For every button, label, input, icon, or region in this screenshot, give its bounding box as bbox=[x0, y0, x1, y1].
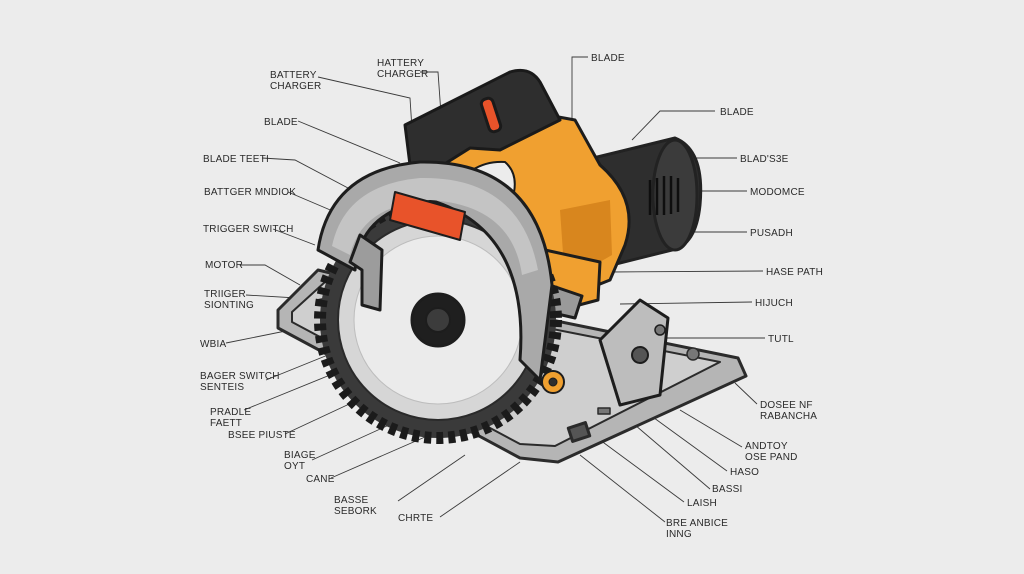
leader-line bbox=[297, 120, 401, 164]
handle-grip bbox=[403, 68, 562, 172]
label-blade-right: BLADE bbox=[720, 107, 754, 118]
leader-line bbox=[599, 439, 685, 503]
label-bassi: BASSI bbox=[712, 484, 743, 495]
label-laish: LAISH bbox=[687, 498, 717, 509]
label-cane: CANE bbox=[306, 474, 335, 485]
label-bager-switch: BAGER SWITCH SENTEIS bbox=[200, 371, 280, 393]
label-bsee-piuste: BSEE PIUSTE bbox=[228, 430, 296, 441]
leader-line bbox=[397, 454, 466, 502]
leader-line bbox=[579, 454, 666, 523]
label-hattery-charger: HATTERY CHARGER bbox=[377, 58, 429, 80]
depth-knob-center bbox=[548, 377, 558, 387]
label-battery-charger: BATTERY CHARGER bbox=[270, 70, 322, 92]
label-basse: BASSE SEBORK bbox=[334, 495, 377, 517]
base-marker bbox=[597, 407, 611, 415]
bevel-knob bbox=[631, 346, 649, 364]
label-dosee-nf: DOSEE NF RABANCHA bbox=[760, 400, 818, 422]
label-pradle: PRADLE FAETT bbox=[210, 407, 252, 429]
base-depth-knob bbox=[566, 421, 592, 443]
leader-line bbox=[634, 424, 711, 490]
label-wbia: WBIA bbox=[200, 339, 227, 350]
label-pusadh: PUSADH bbox=[750, 228, 793, 239]
bevel-knob-small bbox=[654, 324, 666, 336]
label-biage: BIAGE OYT bbox=[284, 450, 316, 472]
label-bre-anbice: BRE ANBICE INNG bbox=[666, 518, 729, 540]
label-chrte: CHRTE bbox=[398, 513, 434, 524]
bevel-bracket bbox=[598, 298, 670, 407]
leader-line bbox=[311, 419, 401, 461]
label-blade-top: BLADE bbox=[591, 53, 625, 64]
leader-line bbox=[679, 409, 743, 448]
leader-line bbox=[609, 270, 764, 273]
label-hijuch: HIJUCH bbox=[755, 298, 793, 309]
blade-guard-highlight bbox=[332, 177, 538, 275]
label-haso: HASO bbox=[730, 467, 760, 478]
leader-line bbox=[240, 264, 301, 286]
label-battery-handle: BATTGER MNDIOK bbox=[204, 187, 297, 198]
leader-line bbox=[317, 76, 415, 161]
label-andtoy: ANDTOY OSE PAND bbox=[745, 441, 798, 463]
label-blade-size: BLAD'S3E bbox=[740, 154, 789, 165]
guard-lever bbox=[348, 233, 384, 312]
label-motor: MOTOR bbox=[205, 260, 244, 271]
label-trigger-sighting: TRIIGER SIONTING bbox=[204, 289, 254, 311]
leader-line bbox=[287, 191, 336, 213]
leader-line bbox=[330, 436, 426, 479]
leader-line bbox=[631, 110, 715, 141]
arbor-bolt bbox=[425, 307, 451, 333]
label-modomce: MODOMCE bbox=[750, 187, 805, 198]
base-bolt bbox=[686, 347, 700, 361]
label-trigger-switch: TRIGGER SWITCH bbox=[203, 224, 294, 235]
leader-line bbox=[439, 461, 521, 518]
label-blade: BLADE bbox=[264, 117, 298, 128]
leader-line bbox=[649, 414, 728, 472]
label-tutl: TUTL bbox=[768, 334, 794, 345]
motor-endcap bbox=[651, 138, 699, 252]
motor-vents bbox=[648, 176, 680, 215]
label-blade-teeth: BLADE TEETI bbox=[203, 154, 269, 165]
label-hase-path: HASE PATH bbox=[766, 267, 823, 278]
guard-warning-patch bbox=[389, 191, 466, 241]
blade-assembly bbox=[314, 160, 565, 444]
leader-line bbox=[261, 157, 366, 198]
leader-line bbox=[272, 228, 316, 246]
leader-line bbox=[734, 382, 758, 405]
trigger-button bbox=[479, 96, 503, 134]
